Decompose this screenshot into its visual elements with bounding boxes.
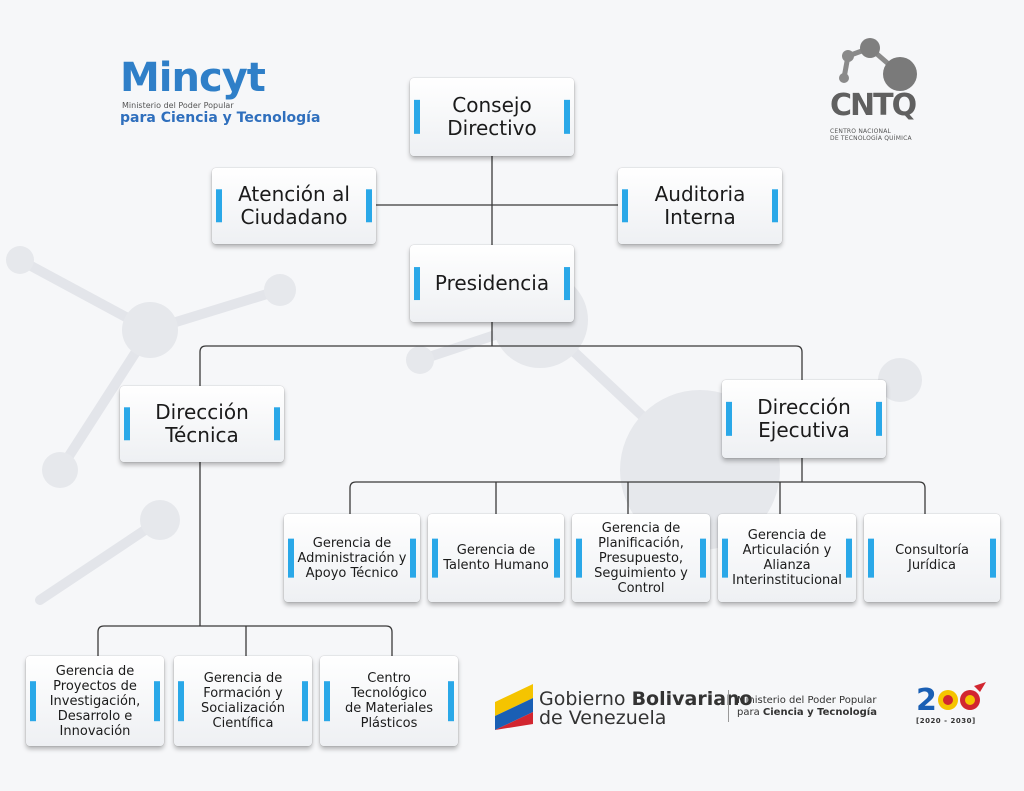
- box-presidencia: Presidencia: [410, 245, 574, 322]
- gobierno-ministerio-line2-pre: para: [737, 707, 763, 718]
- gobierno-line1-text: Gobierno: [539, 688, 632, 710]
- box-gerencia-planificacion-label: Gerencia de Planificación, Presupuesto, …: [594, 520, 688, 596]
- box-consultoria-juridica: Consultoría Jurídica: [864, 514, 1000, 602]
- box-consejo-directivo: Consejo Directivo: [410, 78, 574, 156]
- bicentenario-emblem-icon: 2: [916, 682, 986, 716]
- box-direccion-ejecutiva: Dirección Ejecutiva: [722, 380, 886, 458]
- box-atencion-ciudadano-label: Atención al Ciudadano: [238, 182, 350, 229]
- gobierno-ministerio-line2-bold: Ciencia y Tecnología: [762, 707, 877, 718]
- box-atencion-ciudadano: Atención al Ciudadano: [212, 168, 376, 244]
- box-gerencia-planificacion: Gerencia de Planificación, Presupuesto, …: [572, 514, 710, 602]
- box-centro-tecnologico-label: Centro Tecnológico de Materiales Plástic…: [345, 671, 433, 731]
- mincyt-logo-word: Mincyt: [120, 55, 266, 101]
- gobierno-bolivariano-logo: Gobierno Bolivariano de Venezuela Minist…: [493, 676, 893, 730]
- box-direccion-ejecutiva-label: Dirección Ejecutiva: [757, 395, 851, 442]
- box-gerencia-articulacion-label: Gerencia de Articulación y Alianza Inter…: [732, 528, 842, 588]
- gobierno-line1: Gobierno Bolivariano: [539, 688, 753, 710]
- box-consultoria-juridica-label: Consultoría Jurídica: [895, 543, 969, 573]
- box-gerencia-proyectos-label: Gerencia de Proyectos de Investigación, …: [49, 663, 141, 739]
- bicentenario-logo: 2 [2020 - 2030]: [914, 680, 994, 730]
- box-gerencia-talento-humano-label: Gerencia de Talento Humano: [443, 543, 549, 573]
- box-centro-tecnologico: Centro Tecnológico de Materiales Plástic…: [320, 656, 458, 746]
- box-direccion-tecnica: Dirección Técnica: [120, 386, 284, 462]
- cntq-logo-word: CNTQ: [830, 88, 917, 123]
- box-consejo-directivo-label: Consejo Directivo: [447, 93, 537, 140]
- box-direccion-tecnica-label: Dirección Técnica: [155, 400, 249, 447]
- gobierno-separator: [728, 690, 729, 722]
- box-presidencia-label: Presidencia: [434, 271, 550, 295]
- cntq-logo-subtitle: CENTRO NACIONAL DE TECNOLOGÍA QUÍMICA: [830, 128, 912, 142]
- mincyt-logo: Mincyt Ministerio del Poder Popular para…: [120, 56, 320, 136]
- box-gerencia-proyectos: Gerencia de Proyectos de Investigación, …: [26, 656, 164, 746]
- box-gerencia-administracion: Gerencia de Administración y Apoyo Técni…: [284, 514, 420, 602]
- gobierno-line2: de Venezuela: [539, 707, 667, 729]
- bicentenario-range: [2020 - 2030]: [916, 717, 976, 725]
- venezuela-flag-icon: [495, 684, 533, 730]
- gobierno-ministerio-line2: para Ciencia y Tecnología: [737, 707, 877, 718]
- box-gerencia-formacion-label: Gerencia de Formación y Socialización Ci…: [201, 671, 285, 731]
- box-gerencia-talento-humano: Gerencia de Talento Humano: [428, 514, 564, 602]
- gobierno-line1-bold: Bolivariano: [631, 688, 753, 710]
- box-auditoria-interna: Auditoria Interna: [618, 168, 782, 244]
- mincyt-logo-line2: para Ciencia y Tecnología: [120, 110, 321, 126]
- box-gerencia-articulacion: Gerencia de Articulación y Alianza Inter…: [718, 514, 856, 602]
- svg-text:2: 2: [916, 683, 937, 716]
- mincyt-logo-line1: Ministerio del Poder Popular: [122, 101, 234, 110]
- box-gerencia-administracion-label: Gerencia de Administración y Apoyo Técni…: [297, 535, 407, 581]
- gobierno-ministerio-line1: Ministerio del Poder Popular: [737, 695, 877, 706]
- box-auditoria-interna-label: Auditoria Interna: [654, 182, 746, 229]
- box-gerencia-formacion: Gerencia de Formación y Socialización Ci…: [174, 656, 312, 746]
- cntq-logo: CNTQ CENTRO NACIONAL DE TECNOLOGÍA QUÍMI…: [826, 36, 926, 146]
- cntq-molecule-icon: [839, 38, 917, 91]
